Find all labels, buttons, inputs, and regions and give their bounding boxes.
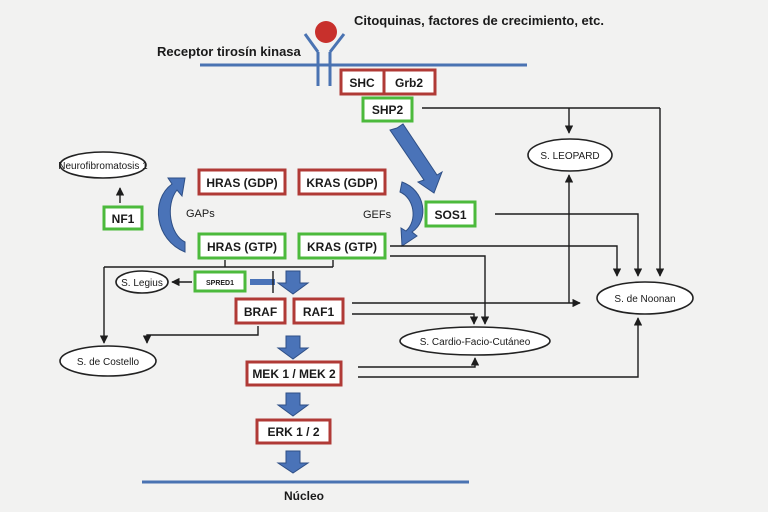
braf-label: BRAF: [244, 305, 277, 319]
shp2-box: SHP2: [361, 96, 414, 123]
nucleus-label: Núcleo: [284, 489, 324, 503]
ligand-icon: [315, 21, 337, 43]
sos1-to-noonan-arrow: [495, 213, 643, 277]
kras-gdp-label: KRAS (GDP): [306, 176, 377, 190]
noonan-syndrome-label: S. de Noonan: [614, 294, 675, 305]
gefs-label: GEFs: [363, 209, 392, 221]
kras-gdp-box: KRAS (GDP): [297, 168, 387, 196]
legius-syndrome-node: S. Legius: [115, 270, 169, 294]
mek-to-erk-arrow-icon: [276, 392, 310, 417]
kras-gtp-box: KRAS (GTP): [297, 232, 387, 260]
erk-to-nucleus-arrow-icon: [276, 450, 310, 474]
kras-to-cfc-arrow: [390, 255, 490, 325]
leopard-syndrome-label: S. LEOPARD: [540, 151, 599, 162]
mek-label: MEK 1 / MEK 2: [252, 367, 336, 381]
mek-box: MEK 1 / MEK 2: [245, 360, 343, 387]
braf-box: BRAF: [234, 297, 287, 325]
spred1-label: SPRED1: [206, 280, 234, 287]
hras-gdp-label: HRAS (GDP): [206, 176, 277, 190]
erk-box: ERK 1 / 2: [255, 418, 332, 445]
raf-to-mek-arrow-icon: [276, 335, 310, 360]
spred1-box: SPRED1: [193, 270, 247, 293]
hras-gtp-box: HRAS (GTP): [197, 232, 287, 260]
shp2-to-sos1-arrow-icon: [389, 123, 443, 194]
gefs-curved-arrow-icon: [399, 181, 424, 247]
mek-to-noonan-arrow: [358, 317, 643, 378]
erk-label: ERK 1 / 2: [267, 425, 319, 439]
cfc-syndrome-node: S. Cardio-Facio-Cutáneo: [399, 326, 551, 356]
ligand-label: Citoquinas, factores de crecimiento, etc…: [354, 13, 604, 28]
legius-syndrome-label: S. Legius: [121, 278, 163, 289]
leopard-syndrome-node: S. LEOPARD: [527, 138, 613, 172]
raf1-label: RAF1: [303, 305, 335, 319]
kras-gtp-label: KRAS (GTP): [307, 240, 377, 254]
receptor-icon: [303, 21, 346, 86]
spred1-inhibition-bar-icon: [250, 279, 275, 285]
shc-grb2-complex: SHC Grb2: [339, 68, 437, 96]
ras-to-raf-arrow-icon: [276, 270, 310, 295]
hras-gtp-label: HRAS (GTP): [207, 240, 277, 254]
cfc-syndrome-label: S. Cardio-Facio-Cutáneo: [420, 337, 531, 348]
sos1-label: SOS1: [434, 208, 466, 222]
kras-to-noonan-arrow: [390, 245, 622, 277]
receptor-label: Receptor tirosín kinasa: [157, 44, 302, 59]
neurofibromatosis-1-node: Neurofibromatosis 1: [58, 151, 148, 179]
nf1-label: NF1: [112, 212, 135, 226]
sos1-box: SOS1: [424, 200, 477, 228]
gaps-label: GAPs: [186, 208, 215, 220]
costello-syndrome-node: S. de Costello: [59, 345, 157, 377]
gaps-curved-arrow-icon: [157, 177, 186, 253]
hras-gdp-box: HRAS (GDP): [197, 168, 287, 196]
shp2-label: SHP2: [372, 103, 404, 117]
nf1-box: NF1: [102, 205, 144, 231]
noonan-syndrome-node: S. de Noonan: [596, 281, 694, 315]
neurofibromatosis-1-label: Neurofibromatosis 1: [58, 161, 148, 172]
raf1-box: RAF1: [292, 297, 345, 325]
costello-syndrome-label: S. de Costello: [77, 357, 140, 368]
braf-to-costello-arrow: [142, 326, 259, 344]
grb2-label: Grb2: [395, 76, 423, 90]
raf1-to-cfc-arrow: [352, 313, 479, 325]
mek-to-cfc-arrow: [358, 357, 480, 368]
shc-label: SHC: [349, 76, 375, 90]
